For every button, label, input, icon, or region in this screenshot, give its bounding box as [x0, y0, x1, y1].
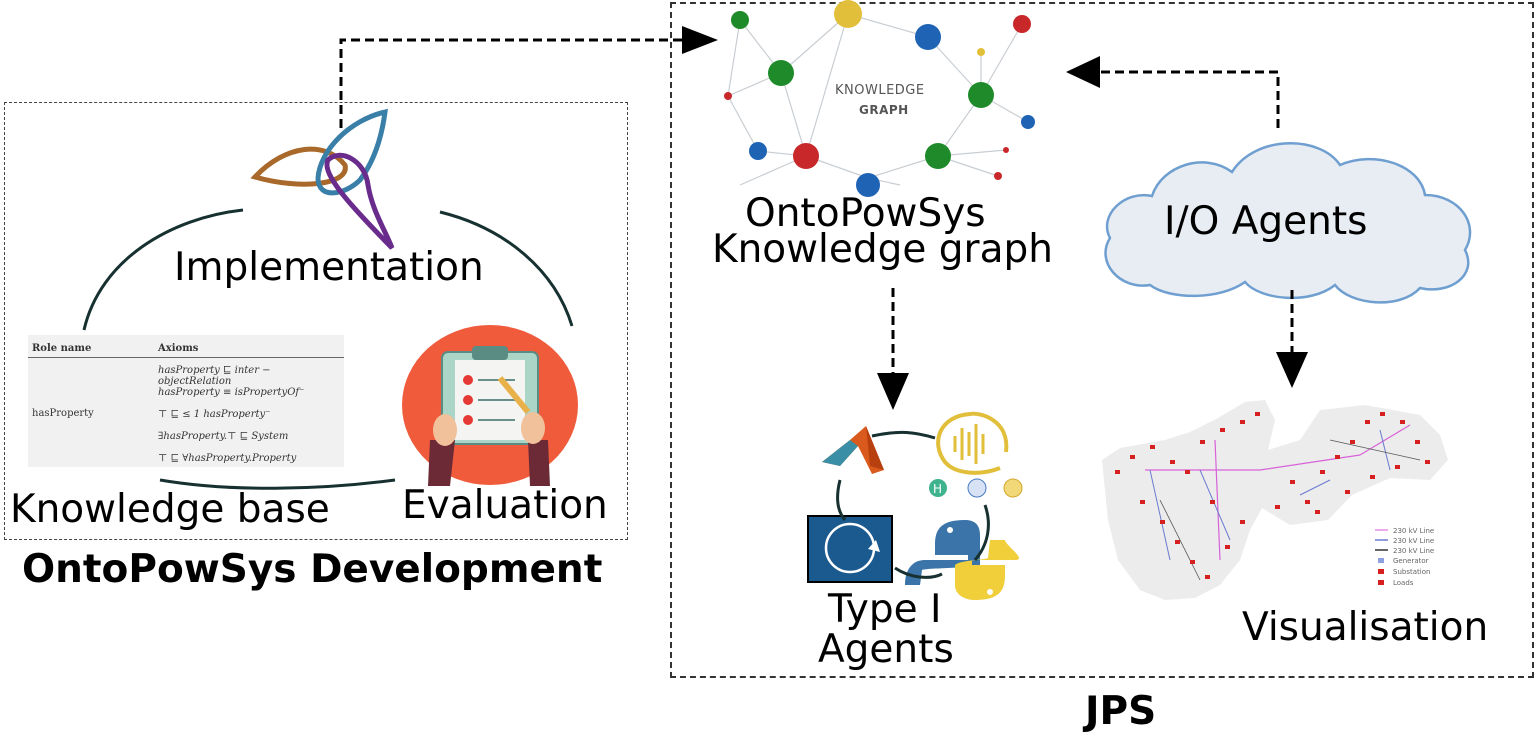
table-axiom: hasProperty ≡ isPropertyOf⁻ — [158, 387, 305, 398]
table-axiom: ⊤ ⊑ ≤ 1 hasProperty⁻ — [158, 409, 271, 420]
table-axiom: ∃hasProperty.⊤ ⊑ System — [158, 431, 289, 442]
map-legend-item: 230 kV Line — [1393, 547, 1435, 555]
table-header-role: Role name — [32, 343, 92, 354]
arrowheads — [682, 26, 1308, 410]
development-cycle-arcs — [82, 208, 574, 490]
cloud-icon — [1104, 142, 1472, 304]
kg-image-title-line2: GRAPH — [859, 103, 909, 117]
implementation-label: Implementation — [174, 245, 484, 290]
agent-logo-icon: H — [929, 411, 1023, 498]
ontology-logo-icon — [250, 108, 395, 250]
map-legend-item: Loads — [1393, 579, 1414, 587]
matlab-icon — [822, 426, 884, 474]
arrow-io-to-kg — [1073, 67, 1280, 128]
table-axiom: ⊤ ⊑ ∀hasProperty.Property — [158, 453, 297, 464]
table-rule — [28, 357, 344, 358]
development-title: OntoPowSys Development — [22, 547, 603, 592]
map-legend-item: Substation — [1393, 568, 1431, 576]
table-axiom: hasProperty ⊑ inter − objectRelation — [158, 365, 271, 387]
grid-map-image — [1102, 400, 1448, 600]
knowledge-base-label: Knowledge base — [10, 487, 330, 532]
kg-image-title-line1: KNOWLEDGE — [835, 83, 925, 98]
table-role-cell: hasProperty — [32, 408, 94, 419]
kg-label-line2: Knowledge graph — [712, 227, 1053, 272]
development-frame — [4, 102, 628, 540]
svg-text:H: H — [933, 482, 942, 496]
table-header-axioms: Axioms — [158, 343, 199, 354]
visualisation-label: Visualisation — [1242, 605, 1489, 650]
type1-label-line1: Type I — [828, 587, 942, 632]
python-icon — [905, 520, 1019, 600]
knowledge-base-table: Role name Axioms hasProperty ⊑ inter − o… — [28, 335, 344, 467]
map-legend-item: 230 kV Line — [1393, 537, 1435, 545]
knowledge-graph-image — [722, 0, 1035, 197]
type1-label-line2: Agents — [818, 627, 954, 672]
map-legend-item: Generator — [1393, 557, 1429, 565]
jps-title: JPS — [1085, 689, 1157, 734]
evaluation-label: Evaluation — [402, 483, 608, 528]
clipboard-evaluation-icon — [402, 325, 578, 486]
io-agents-label: I/O Agents — [1164, 199, 1368, 244]
loop-icon — [807, 515, 893, 583]
map-legend-item: 230 kV Line — [1393, 527, 1435, 535]
jps-frame — [670, 2, 1534, 678]
arrow-dev-to-kg — [339, 35, 702, 128]
kg-label-line1: OntoPowSys — [745, 191, 986, 236]
agents-cycle-arc — [836, 430, 990, 579]
